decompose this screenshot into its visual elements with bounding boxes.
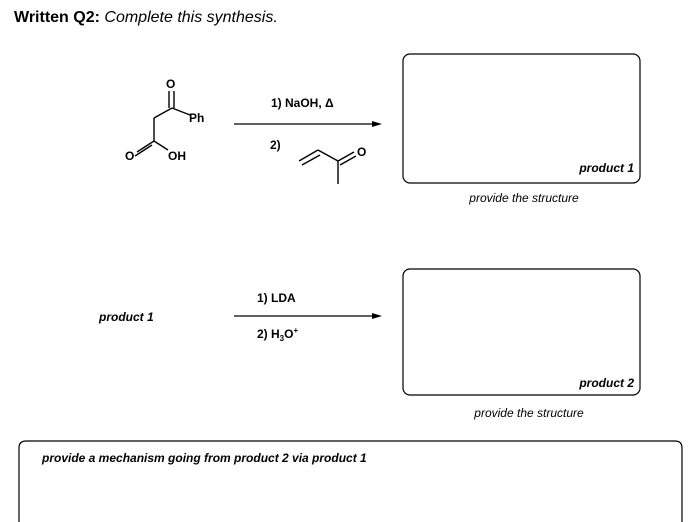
question-title: Written Q2: Complete this synthesis. [14, 9, 278, 27]
reaction1-step2-number: 2) [270, 138, 281, 152]
mvk-co-double-bond [339, 155, 357, 166]
product1-box-label: product 1 [578, 161, 634, 175]
question-instruction: Complete this synthesis. [104, 9, 278, 26]
phenyl-label: Ph [189, 111, 204, 125]
product1-answer-box[interactable] [402, 53, 641, 184]
methyl-vinyl-ketone-structure [298, 149, 357, 184]
reaction2-reactant: product 1 [98, 310, 154, 324]
reagent-oxygen-label: O [357, 145, 366, 159]
product2-answer-box[interactable] [402, 268, 641, 396]
acid-coh-bond [153, 140, 169, 151]
vinyl-carbonyl-bond [317, 149, 339, 162]
ketone-oxygen-label: O [166, 77, 175, 91]
mechanism-answer-box[interactable] [18, 440, 683, 522]
question-label: Written Q2: [14, 9, 100, 26]
acid-co-double-bond [134, 144, 153, 157]
vinyl-double-bond-a [298, 149, 319, 162]
vinyl-double-bond-b [301, 154, 321, 166]
ketone-ph-bond [171, 107, 191, 116]
hydroxyl-label: OH [168, 149, 186, 163]
reaction1-step1: 1) NaOH, Δ [271, 96, 334, 110]
product2-caption: provide the structure [473, 406, 584, 420]
acid-co-bond [136, 140, 155, 153]
reaction-arrow-2-head [372, 313, 382, 319]
ketone-ch2-bond [153, 107, 173, 119]
mvk-co-bond [337, 151, 355, 162]
product2-box-label: product 2 [578, 376, 634, 390]
starting-material-structure [134, 91, 191, 157]
reaction2-step1: 1) LDA [257, 291, 296, 305]
mechanism-prompt: provide a mechanism going from product 2… [41, 451, 367, 465]
product1-caption: provide the structure [468, 191, 579, 205]
acid-oxygen-label: O [125, 149, 134, 163]
reaction-arrow-1-head [372, 121, 382, 127]
reaction2-step2: 2) H3O+ [257, 326, 298, 343]
